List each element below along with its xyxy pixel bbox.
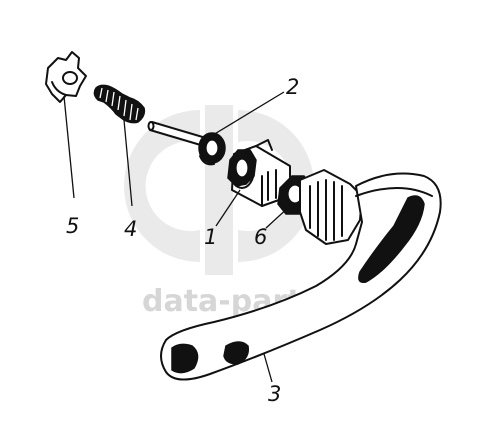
- callout-1: 1: [204, 225, 217, 249]
- callout-2: 2: [286, 75, 299, 99]
- part-2-washer: [198, 132, 226, 166]
- part-4-spring: [93, 84, 146, 124]
- part-3-handle: [160, 169, 442, 381]
- part-5-nut: [45, 51, 87, 103]
- callout-4: 4: [124, 217, 137, 241]
- watermark-logo: [124, 105, 314, 275]
- leader-lines: [63, 91, 291, 383]
- callout-3: 3: [268, 382, 281, 406]
- callout-5: 5: [66, 214, 79, 238]
- callout-6: 6: [254, 225, 267, 249]
